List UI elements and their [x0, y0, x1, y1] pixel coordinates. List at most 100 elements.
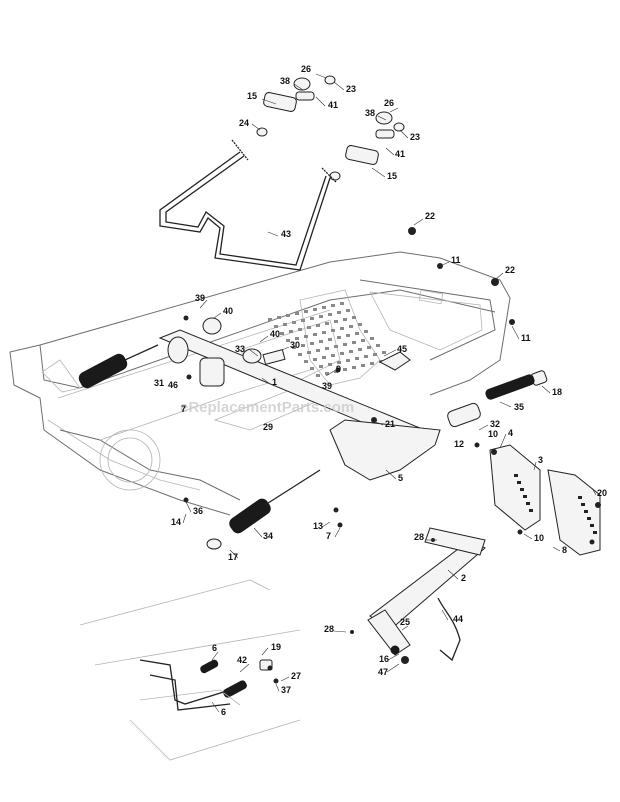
deck-slot — [274, 325, 278, 328]
adjust-hole — [578, 496, 582, 499]
deck-slot — [337, 311, 341, 314]
deck-slot — [346, 334, 350, 337]
adjust-hole — [593, 531, 597, 534]
leader-line — [385, 469, 397, 480]
deck-slot — [337, 361, 341, 364]
leader-line — [383, 349, 397, 357]
deck-slot — [316, 349, 320, 352]
callout-40: 40 — [223, 306, 233, 316]
spring-42 — [200, 659, 247, 698]
leader-line — [333, 81, 345, 91]
deck-slot — [310, 342, 314, 345]
deck-slot — [343, 343, 347, 346]
leader-line — [199, 299, 208, 309]
callout-14: 14 — [171, 517, 181, 527]
callout-labels: 26 38 23 41 15 24 26 38 23 41 15 43 22 1… — [154, 64, 607, 717]
deck-slot — [286, 314, 290, 317]
leader-line — [478, 424, 489, 431]
leader-line — [386, 663, 400, 673]
deck-slot — [295, 337, 299, 340]
watermark: eReplacementParts.com — [180, 399, 354, 416]
leader-line — [494, 272, 504, 281]
callout-10: 10 — [534, 533, 544, 543]
deck-slot — [370, 337, 374, 340]
deck-slot — [316, 324, 320, 327]
adjust-hole — [514, 474, 518, 477]
deck-slot — [349, 325, 353, 328]
deck-slot — [346, 309, 350, 312]
deck-slot — [331, 329, 335, 332]
deck-slot — [280, 332, 284, 335]
deck-slot — [328, 313, 332, 316]
deck-slot — [352, 316, 356, 319]
deck-slot — [364, 330, 368, 333]
spring-35 — [485, 374, 535, 400]
callout-4: 4 — [508, 428, 513, 438]
callout-45: 45 — [397, 344, 407, 354]
callout-16: 16 — [379, 654, 389, 664]
deck-slot — [334, 320, 338, 323]
callout-37: 37 — [281, 685, 291, 695]
deck-slot — [307, 326, 311, 329]
leader-line — [315, 96, 326, 107]
adjust-hole — [584, 510, 588, 513]
deck-slot — [358, 348, 362, 351]
deck-slot — [283, 323, 287, 326]
adjust-hole — [526, 502, 530, 505]
callout-6: 6 — [212, 643, 217, 653]
callout-2: 2 — [461, 573, 466, 583]
callout-28: 28 — [324, 624, 334, 634]
leader-line — [249, 349, 259, 357]
callout-22: 22 — [425, 211, 435, 221]
deck-slot — [304, 360, 308, 363]
callout-11: 11 — [521, 333, 531, 343]
deck-slot — [370, 362, 374, 365]
deck-slot — [310, 317, 314, 320]
deck-slot — [292, 321, 296, 324]
callout-41: 41 — [328, 100, 338, 110]
leader-line — [261, 647, 269, 656]
callout-34: 34 — [263, 531, 273, 541]
leader-line — [182, 513, 187, 524]
leader-line — [377, 115, 387, 121]
deck-slot — [358, 323, 362, 326]
deck-slot — [319, 365, 323, 368]
deck-slot — [340, 327, 344, 330]
leader-line — [499, 401, 512, 408]
leader-line — [213, 312, 222, 319]
callout-26: 26 — [384, 98, 394, 108]
leader-line — [325, 370, 335, 377]
callout-7: 7 — [181, 404, 186, 414]
callout-36: 36 — [193, 506, 203, 516]
leader-line — [511, 325, 520, 340]
spring-34 — [206, 469, 321, 550]
deck-slot — [340, 302, 344, 305]
callout-15: 15 — [387, 171, 397, 181]
deck-slot — [343, 368, 347, 371]
deck-slot — [325, 372, 329, 375]
callout-47: 47 — [378, 667, 388, 677]
height-adjust-plates — [489, 444, 601, 556]
leader-line — [280, 676, 290, 682]
deck-slot — [277, 316, 281, 319]
deck-slot — [298, 328, 302, 331]
callout-33: 33 — [235, 344, 245, 354]
deck-slot — [355, 357, 359, 360]
deck-slot — [304, 335, 308, 338]
callout-20: 20 — [597, 488, 607, 498]
adjust-hole — [517, 481, 521, 484]
deck-slot — [322, 306, 326, 309]
callout-27: 27 — [291, 671, 301, 681]
deck-slot — [322, 331, 326, 334]
deck-slot — [319, 340, 323, 343]
deck-slot — [313, 358, 317, 361]
deck-slot — [292, 346, 296, 349]
leader-line — [261, 98, 277, 105]
callout-38: 38 — [280, 76, 290, 86]
leader-line — [293, 83, 304, 91]
deck-slot — [304, 310, 308, 313]
callout-18: 18 — [552, 387, 562, 397]
callout-43: 43 — [281, 229, 291, 239]
deck-slot — [376, 344, 380, 347]
